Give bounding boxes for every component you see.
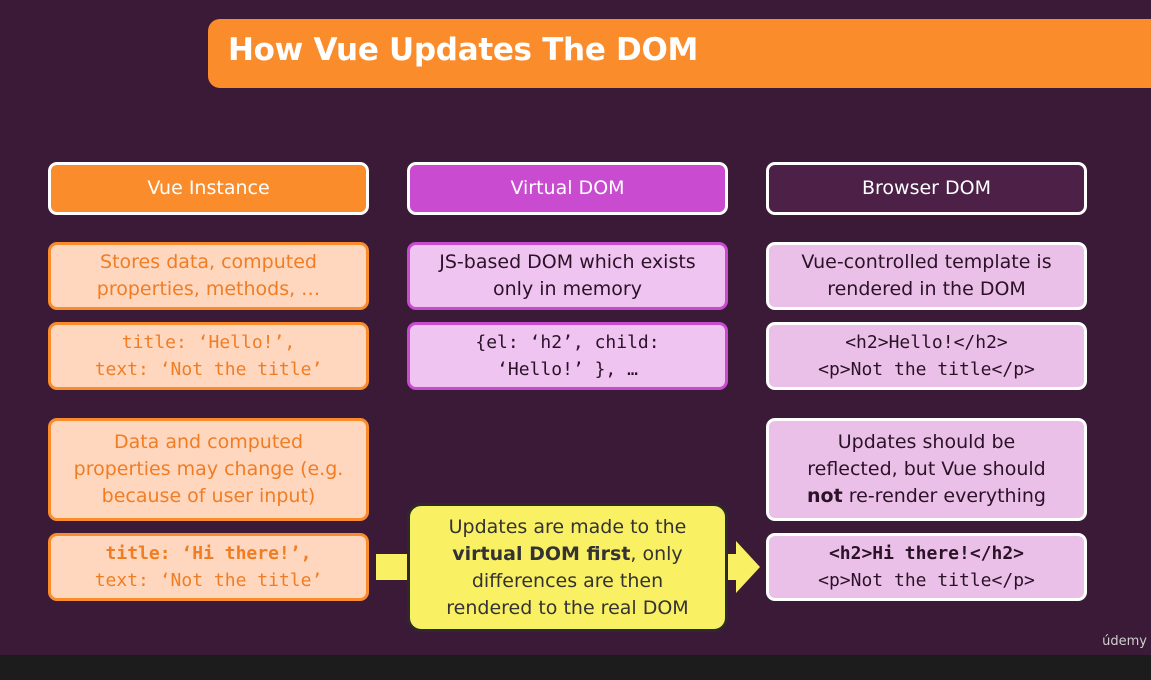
vue-state-code-line: text: ‘Not the title’ bbox=[94, 359, 323, 380]
vue-change-note-box: Data and computed properties may change … bbox=[48, 418, 369, 521]
bdom-code-line: <h2>Hello!</h2> bbox=[845, 332, 1008, 353]
vue-description-line: properties, methods, … bbox=[96, 278, 321, 300]
bdom-description-line: Vue-controlled template is bbox=[801, 251, 1052, 273]
header-virtual-dom: Virtual DOM bbox=[407, 162, 728, 215]
bdom-new-code-line: <p>Not the title</p> bbox=[818, 570, 1035, 591]
title-bar bbox=[208, 19, 1151, 88]
vdom-description-line: only in memory bbox=[493, 278, 642, 300]
udemy-watermark: údemy bbox=[1102, 634, 1147, 649]
bottom-bar bbox=[0, 655, 1151, 680]
vdom-code-box: {el: ‘h2’, child: ‘Hello!’ }, … bbox=[407, 322, 728, 390]
vue-state-code-box: title: ‘Hello!’, text: ‘Not the title’ bbox=[48, 322, 369, 390]
header-vue-instance: Vue Instance bbox=[48, 162, 369, 215]
vdom-code-line: ‘Hello!’ }, … bbox=[497, 359, 638, 380]
vue-new-state-code-line: text: ‘Not the title’ bbox=[94, 570, 323, 591]
vdom-update-note-line: rendered to the real DOM bbox=[446, 596, 689, 619]
vue-state-code-line: title: ‘Hello!’, bbox=[121, 332, 296, 353]
vue-description-line: Stores data, computed bbox=[100, 251, 317, 273]
bdom-update-note-rest: re-render everything bbox=[842, 485, 1046, 507]
vue-new-state-code-line: title: ‘Hi there!’, bbox=[105, 543, 312, 564]
vdom-update-note-rest: , only bbox=[630, 542, 683, 565]
arrow-right-icon bbox=[728, 541, 760, 593]
vue-change-note-line: because of user input) bbox=[101, 485, 316, 507]
bdom-code-box: <h2>Hello!</h2> <p>Not the title</p> bbox=[766, 322, 1087, 390]
slide: How Vue Updates The DOM Vue Instance Vir… bbox=[48, 19, 1151, 649]
vdom-description-box: JS-based DOM which exists only in memory bbox=[407, 242, 728, 310]
vdom-update-note-bold: virtual DOM first bbox=[452, 542, 631, 565]
bdom-update-note-line: not re-render everything bbox=[807, 483, 1046, 510]
slide-title: How Vue Updates The DOM bbox=[228, 32, 699, 68]
vdom-update-note-line: Updates are made to the bbox=[448, 515, 687, 538]
bdom-update-note-line: reflected, but Vue should bbox=[807, 458, 1046, 480]
vdom-description-line: JS-based DOM which exists bbox=[439, 251, 696, 273]
bdom-update-note-bold: not bbox=[807, 485, 843, 507]
bdom-update-note-box: Updates should be reflected, but Vue sho… bbox=[766, 418, 1087, 521]
arrow-right-icon bbox=[376, 554, 407, 580]
bdom-code-line: <p>Not the title</p> bbox=[818, 359, 1035, 380]
vue-change-note-line: Data and computed bbox=[113, 431, 304, 453]
bdom-description-line: rendered in the DOM bbox=[827, 278, 1026, 300]
vdom-update-note-box: Updates are made to the virtual DOM firs… bbox=[407, 503, 728, 632]
vue-description-box: Stores data, computed properties, method… bbox=[48, 242, 369, 310]
vdom-update-note-line: differences are then bbox=[471, 569, 664, 592]
bdom-new-code-line: <h2>Hi there!</h2> bbox=[828, 543, 1025, 564]
bdom-new-code-box: <h2>Hi there!</h2> <p>Not the title</p> bbox=[766, 533, 1087, 601]
vue-new-state-code-box: title: ‘Hi there!’, text: ‘Not the title… bbox=[48, 533, 369, 601]
header-browser-dom: Browser DOM bbox=[766, 162, 1087, 215]
vue-change-note-line: properties may change (e.g. bbox=[73, 458, 344, 480]
vdom-update-note-line: virtual DOM first, only bbox=[446, 541, 688, 568]
vdom-code-line: {el: ‘h2’, child: bbox=[475, 332, 660, 353]
bdom-update-note-line: Updates should be bbox=[837, 431, 1016, 453]
bdom-description-box: Vue-controlled template is rendered in t… bbox=[766, 242, 1087, 310]
